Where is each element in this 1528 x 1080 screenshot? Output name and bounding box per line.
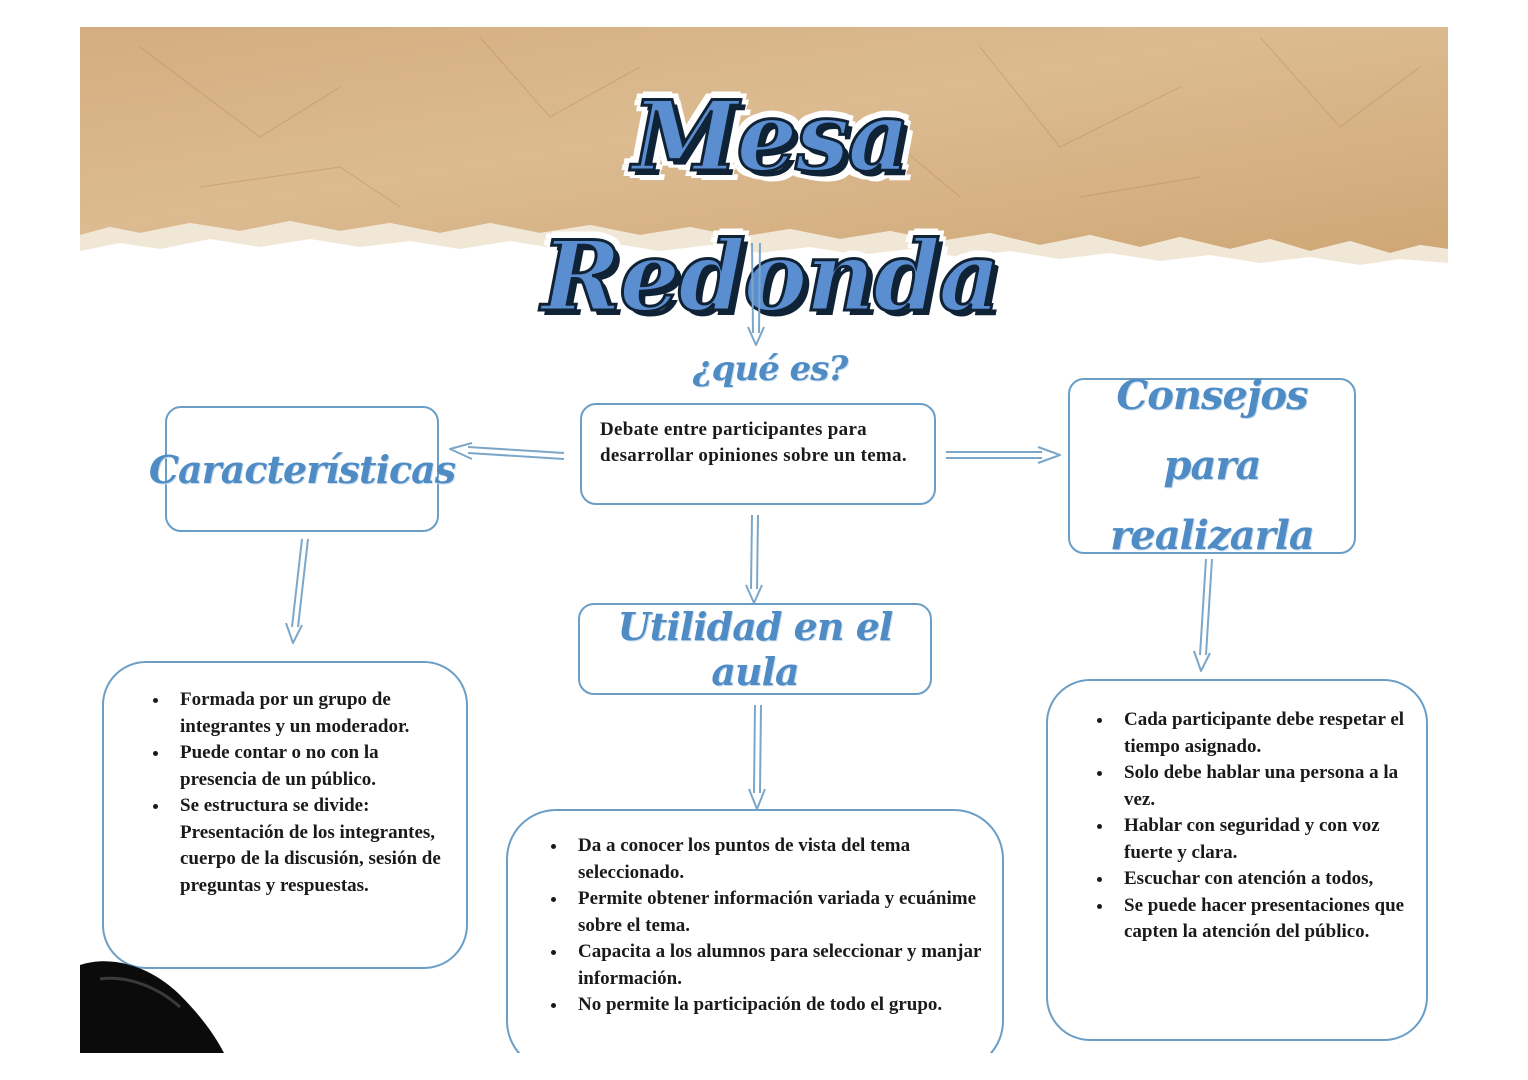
consejos-heading-box: Consejos para realizarla xyxy=(1068,372,1356,559)
list-item: Da a conocer los puntos de vista del tem… xyxy=(568,833,986,886)
mind-map-page: Mesa Redonda ¿qué es? xyxy=(80,27,1448,1053)
utilidad-list-box: Da a conocer los puntos de vista del tem… xyxy=(506,809,1004,1053)
definition-box: Debate entre participantes para desarrol… xyxy=(580,403,936,505)
consejos-list: Cada participante debe respetar el tiemp… xyxy=(1084,707,1410,946)
arrow-consejos-to-list xyxy=(1193,558,1213,672)
list-item: Solo debe hablar una persona a la vez. xyxy=(1114,760,1410,813)
arrow-definition-to-caracteristicas xyxy=(449,442,565,460)
consejos-title: Consejos para realizarla xyxy=(1110,372,1315,559)
caracteristicas-list-box: Formada por un grupo de integrantes y un… xyxy=(102,661,468,969)
consejos-list-box: Cada participante debe respetar el tiemp… xyxy=(1046,679,1428,1041)
utilidad-title: Utilidad en el aula xyxy=(617,604,894,694)
caracteristicas-heading-box: Características xyxy=(149,406,456,532)
list-item: Puede contar o no con la presencia de un… xyxy=(170,740,446,793)
utilidad-heading-box: Utilidad en el aula xyxy=(578,603,932,695)
main-title: Mesa Redonda xyxy=(400,67,1140,335)
list-item: No permite la participación de todo el g… xyxy=(568,992,986,1019)
list-item: Permite obtener información variada y ec… xyxy=(568,886,986,939)
definition-question: ¿qué es? xyxy=(692,349,849,389)
utilidad-list: Da a conocer los puntos de vista del tem… xyxy=(538,833,986,1019)
list-item: Se puede hacer presentaciones que capten… xyxy=(1114,893,1410,946)
list-item: Escuchar con atención a todos, xyxy=(1114,866,1410,893)
list-item: Formada por un grupo de integrantes y un… xyxy=(170,687,446,740)
black-smudge-mark xyxy=(80,961,224,1053)
caracteristicas-title: Características xyxy=(148,446,456,492)
list-item: Se estructura se divide: Presentación de… xyxy=(170,793,446,899)
arrow-definition-to-utilidad xyxy=(745,514,763,604)
list-item: Capacita a los alumnos para seleccionar … xyxy=(568,939,986,992)
main-title-text: Mesa Redonda xyxy=(540,79,1002,335)
arrow-definition-to-consejos xyxy=(946,446,1061,464)
list-item: Cada participante debe respetar el tiemp… xyxy=(1114,707,1410,760)
list-item: Hablar con seguridad y con voz fuerte y … xyxy=(1114,813,1410,866)
caracteristicas-list: Formada por un grupo de integrantes y un… xyxy=(140,687,446,899)
definition-text: Debate entre participantes para desarrol… xyxy=(600,419,907,466)
arrow-caracteristicas-to-list xyxy=(285,538,309,644)
arrow-utilidad-to-list xyxy=(748,704,766,810)
